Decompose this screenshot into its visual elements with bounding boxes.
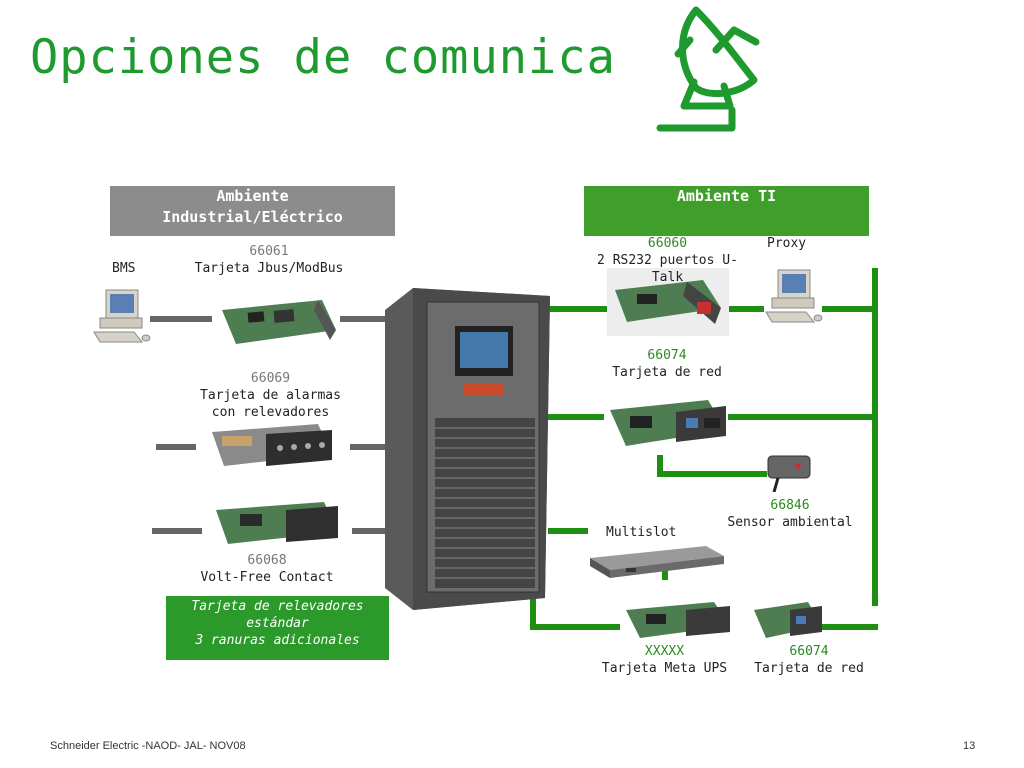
card-66069-line1: Tarjeta de alarmas xyxy=(200,388,341,403)
card-66060-line1: 2 RS232 puertos U- xyxy=(597,253,738,268)
multislot-chassis-icon xyxy=(590,546,724,578)
connector-line xyxy=(728,414,878,420)
industrial-header: Ambiente Industrial/Eléctrico xyxy=(110,186,395,236)
jbus-modbus-card-icon xyxy=(222,300,336,344)
network-card-icon xyxy=(610,400,726,446)
network-bus-line xyxy=(872,268,878,606)
card-66061-label: 66061 Tarjeta Jbus/ModBus xyxy=(184,243,354,277)
satellite-dish-icon xyxy=(656,6,760,132)
card-66068-label: 66068 Volt-Free Contact xyxy=(192,552,342,586)
connector-line xyxy=(548,306,608,312)
rs232-card-icon xyxy=(607,268,729,336)
network-card-2-icon xyxy=(754,602,822,638)
card-66074-b-name: Tarjeta de red xyxy=(754,661,864,676)
connector-line xyxy=(548,414,604,420)
relay-note-line1: Tarjeta de relevadores xyxy=(191,599,364,614)
proxy-label: Proxy xyxy=(767,236,807,251)
relay-alarm-card-icon xyxy=(212,424,332,466)
card-66068-name: Volt-Free Contact xyxy=(200,570,334,585)
connector-line xyxy=(152,528,202,534)
multislot-label: Multislot xyxy=(606,525,677,540)
card-66074-name: Tarjeta de red xyxy=(612,365,722,380)
card-66060-code: 66060 xyxy=(647,236,688,251)
computer-icon xyxy=(93,289,151,343)
relay-note-line2: estándar xyxy=(246,616,309,631)
connector-line xyxy=(350,444,388,450)
meta-card-name: Tarjeta Meta UPS xyxy=(601,661,728,676)
industrial-header-line2: Industrial/Eléctrico xyxy=(162,208,343,226)
connector-line xyxy=(530,624,620,630)
connector-line xyxy=(156,444,196,450)
meta-ups-card-icon xyxy=(626,602,730,638)
connector-line xyxy=(657,455,663,477)
card-66060-label: 66060 2 RS232 puertos U- Talk xyxy=(585,235,750,286)
environment-sensor-icon xyxy=(767,455,811,492)
ti-header: Ambiente TI xyxy=(584,186,869,236)
sensor-66846-name: Sensor ambiental xyxy=(727,515,853,530)
volt-free-contact-card-icon xyxy=(216,502,338,544)
industrial-header-line1: Ambiente xyxy=(216,187,289,205)
connector-line xyxy=(150,316,212,322)
bms-label: BMS xyxy=(112,261,136,276)
proxy-computer-icon xyxy=(765,269,823,323)
card-66074-b-label: 66074 Tarjeta de red xyxy=(745,643,873,677)
card-66061-name: Tarjeta Jbus/ModBus xyxy=(194,261,344,276)
card-66069-label: 66069 Tarjeta de alarmas con relevadores xyxy=(188,370,353,421)
connector-line xyxy=(657,471,767,477)
connector-line xyxy=(822,624,878,630)
connector-line xyxy=(352,528,388,534)
meta-card-code: XXXXX xyxy=(644,644,685,659)
sensor-66846-code: 66846 xyxy=(770,498,810,513)
card-66074-code: 66074 xyxy=(647,348,687,363)
sensor-66846-label: 66846 Sensor ambiental xyxy=(720,497,860,531)
relay-card-note-box: Tarjeta de relevadores estándar 3 ranura… xyxy=(166,596,389,660)
card-66068-code: 66068 xyxy=(247,553,287,568)
card-66060-line2: Talk xyxy=(651,270,684,285)
connector-line xyxy=(724,306,764,312)
relay-note-line3: 3 ranuras adicionales xyxy=(195,633,360,648)
card-66069-code: 66069 xyxy=(250,371,291,386)
connector-line xyxy=(662,570,668,580)
connector-line xyxy=(340,316,388,322)
card-66061-code: 66061 xyxy=(249,244,289,259)
page-number: 13 xyxy=(963,740,976,752)
connector-line xyxy=(822,306,878,312)
card-66069-line2: con relevadores xyxy=(211,405,330,420)
footer-text: Schneider Electric -NAOD- JAL- NOV08 xyxy=(50,740,246,752)
slide-title: Opciones de comunica xyxy=(30,30,616,85)
connector-line xyxy=(530,592,536,628)
card-66074-b-code: 66074 xyxy=(789,644,829,659)
ups-cabinet-icon xyxy=(385,288,550,610)
card-66074-label: 66074 Tarjeta de red xyxy=(602,347,732,381)
ti-header-label: Ambiente TI xyxy=(676,187,777,205)
meta-card-label: XXXXX Tarjeta Meta UPS xyxy=(592,643,737,677)
connector-line xyxy=(548,528,588,534)
